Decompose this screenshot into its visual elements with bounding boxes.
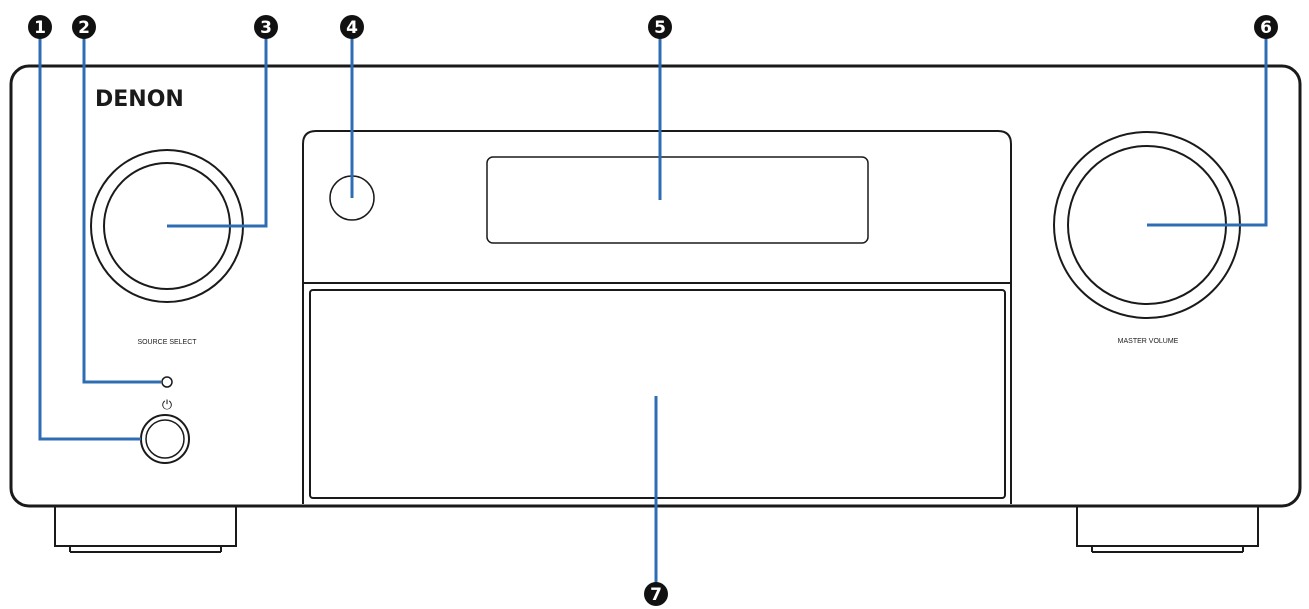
source-select-label: SOURCE SELECT: [137, 339, 197, 346]
svg-text:6: 6: [1260, 18, 1272, 38]
display-window: [486, 156, 869, 244]
svg-text:4: 4: [346, 18, 358, 38]
svg-text:2: 2: [78, 18, 90, 38]
callout-3: 3: [254, 15, 278, 39]
callout-7: 7: [644, 582, 668, 606]
left-foot: [54, 505, 237, 553]
leader-line-3: [167, 28, 268, 228]
power-indicator: [161, 376, 173, 388]
callout-4: 4: [340, 15, 364, 39]
svg-text:7: 7: [650, 585, 662, 605]
svg-text:5: 5: [654, 18, 666, 38]
leader-line-2: [82, 28, 161, 384]
leader-line-1: [38, 28, 141, 441]
brand-logo: DENON: [95, 87, 184, 112]
display-housing: [302, 130, 1012, 504]
svg-text:3: 3: [260, 18, 272, 38]
callout-2: 2: [72, 15, 96, 39]
right-foot: [1076, 505, 1259, 553]
callout-1: 1: [28, 15, 52, 39]
power-symbol-icon: ⏻: [162, 398, 172, 413]
svg-text:1: 1: [34, 18, 46, 38]
callout-6: 6: [1254, 15, 1278, 39]
leader-line-6: [1147, 28, 1268, 227]
callout-5: 5: [648, 15, 672, 39]
master-volume-label: MASTER VOLUME: [1118, 338, 1179, 345]
